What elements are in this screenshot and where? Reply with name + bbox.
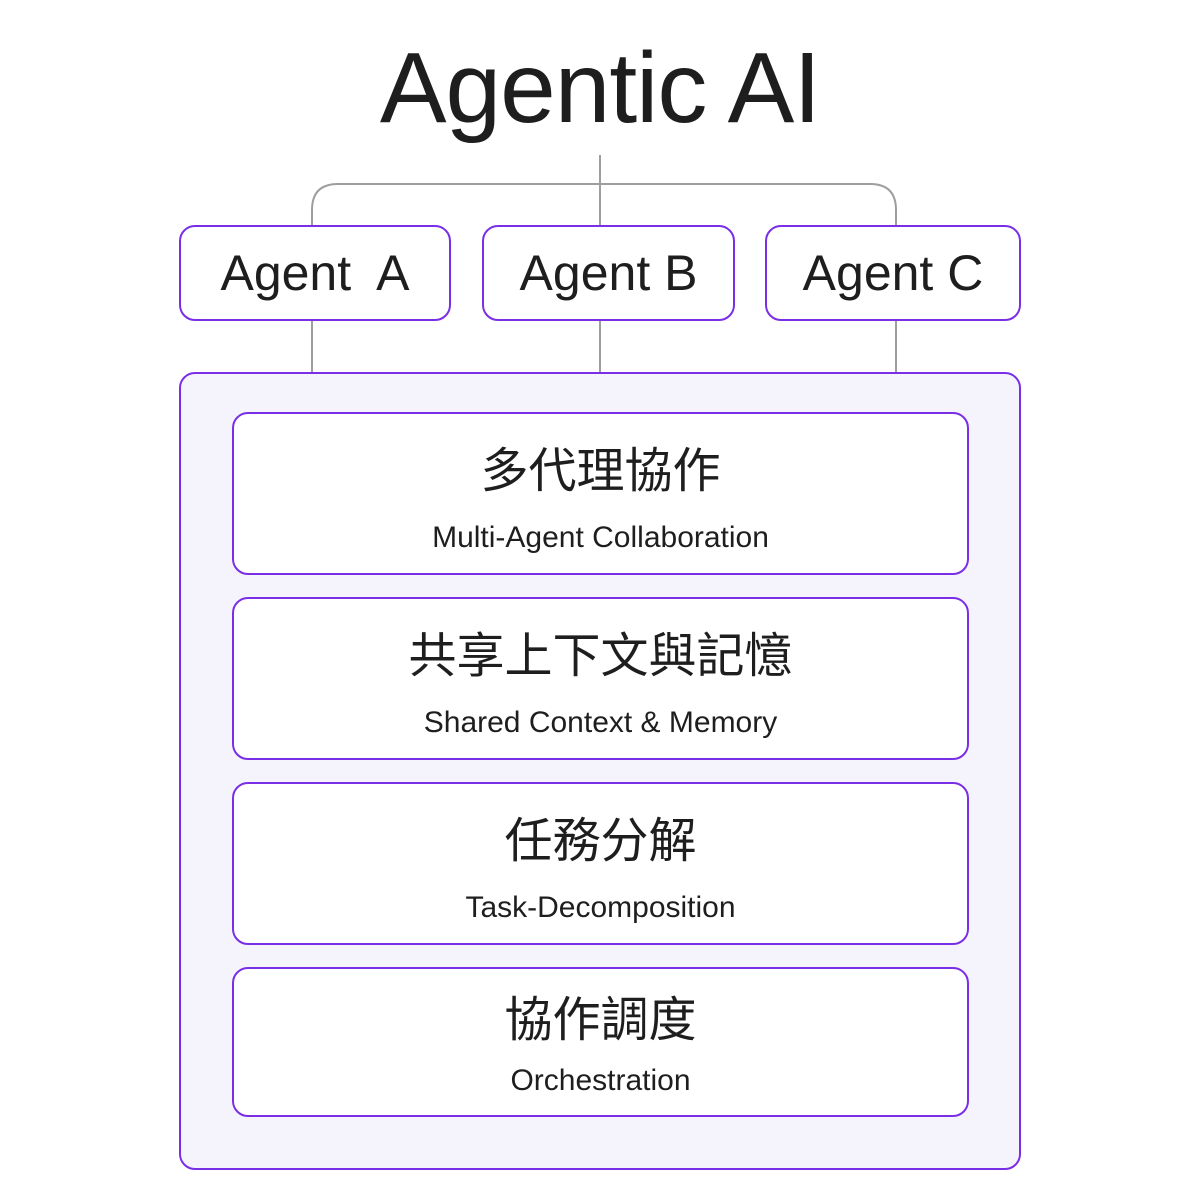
layer-title-en: Multi-Agent Collaboration bbox=[432, 521, 769, 554]
agent-b-box: Agent B bbox=[482, 225, 735, 321]
layer-title-en: Shared Context & Memory bbox=[423, 706, 778, 739]
layer-shared-context-memory: 共享上下文與記憶 Shared Context & Memory bbox=[232, 597, 969, 760]
layer-task-decomposition: 任務分解 Task-Decomposition bbox=[232, 782, 969, 945]
layer-title-en: Orchestration bbox=[510, 1064, 691, 1097]
top-branch-connector bbox=[311, 183, 897, 225]
diagram-title: Agentic AI bbox=[379, 32, 821, 144]
layer-orchestration: 協作調度 Orchestration bbox=[232, 967, 969, 1117]
layer-title-zh: 多代理協作 bbox=[480, 443, 721, 499]
layer-title-zh: 任務分解 bbox=[504, 813, 697, 869]
agent-c-box: Agent C bbox=[765, 225, 1021, 321]
layer-title-zh: 協作調度 bbox=[504, 992, 697, 1048]
layer-title-en: Task-Decomposition bbox=[465, 891, 736, 924]
agent-a-box: Agent A bbox=[179, 225, 451, 321]
layer-title-zh: 共享上下文與記憶 bbox=[408, 628, 793, 684]
layer-multi-agent-collaboration: 多代理協作 Multi-Agent Collaboration bbox=[232, 412, 969, 575]
